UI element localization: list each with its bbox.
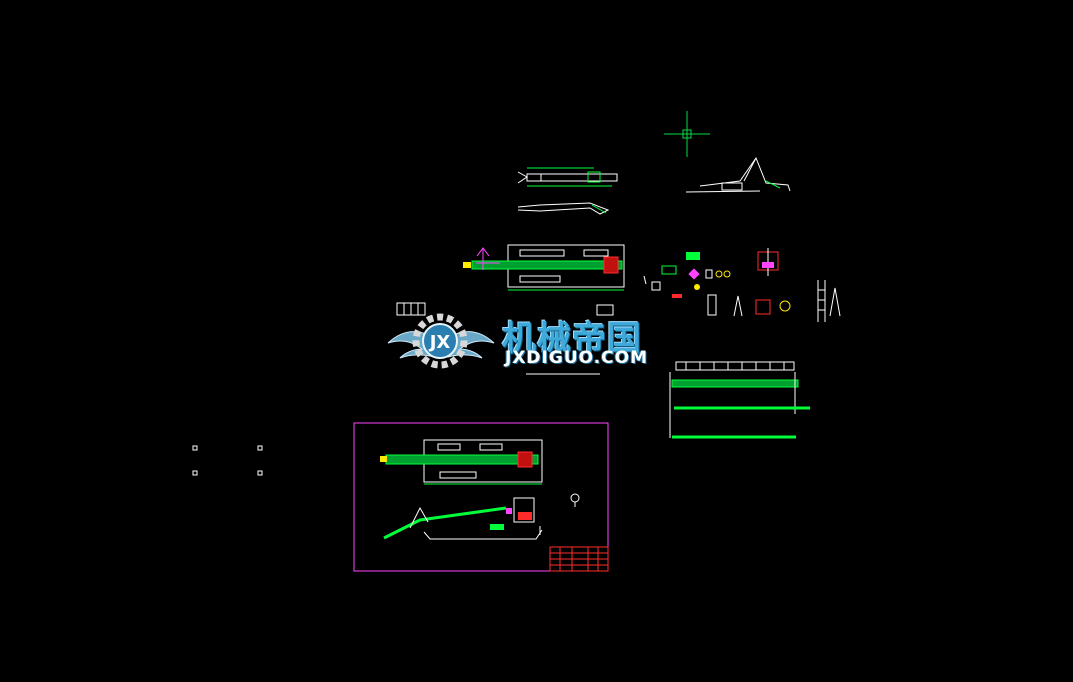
- small-parts-cluster: [643, 248, 841, 322]
- drawing-sheet-frame[interactable]: [353, 422, 609, 572]
- title-block: [549, 546, 609, 572]
- conveyor-side-view: [526, 361, 810, 439]
- reference-points: [192, 445, 263, 476]
- watermark-title: 机械帝国: [502, 319, 642, 359]
- logo-letters: JX: [428, 332, 451, 353]
- watermark-subtitle: JXDIGUO.COM: [505, 348, 649, 368]
- rack-drawing: [396, 302, 614, 316]
- dredger-plan-view: [463, 244, 625, 291]
- shaft-drawing-top: [517, 167, 618, 187]
- gear-logo-icon: [412, 313, 468, 369]
- shaft-drawing-side: [517, 202, 610, 215]
- a-frame-drawing: [685, 156, 791, 193]
- crosshair-cursor-icon: [664, 111, 710, 157]
